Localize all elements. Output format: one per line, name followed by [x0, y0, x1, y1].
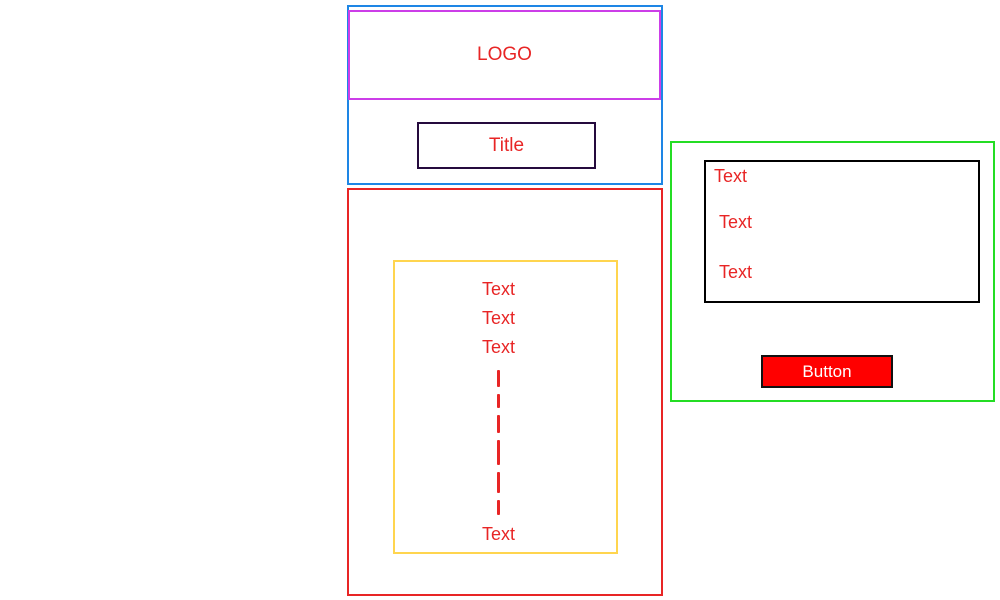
- vertical-ellipsis-icon: [395, 362, 602, 520]
- dash: [497, 439, 500, 465]
- dash: [497, 471, 500, 493]
- title-box: Title: [417, 122, 596, 169]
- dash: [497, 414, 500, 433]
- action-button[interactable]: Button: [761, 355, 893, 388]
- logo-placeholder: LOGO: [348, 10, 661, 100]
- list-inner: Text Text Text Text: [395, 262, 602, 549]
- logo-label: LOGO: [477, 44, 532, 65]
- text-line: Text: [719, 262, 753, 282]
- action-button-label: Button: [802, 361, 852, 381]
- dash: [497, 393, 500, 408]
- list-box: Text Text Text Text: [393, 260, 618, 554]
- text-block: Text Text Text: [704, 160, 980, 303]
- text-line: Text: [714, 166, 748, 186]
- text-line: Text: [719, 212, 753, 232]
- list-item: Text: [481, 337, 515, 357]
- list-item: Text: [481, 279, 515, 299]
- list-item-last: Text: [481, 524, 515, 544]
- list-item: Text: [481, 308, 515, 328]
- title-label: Title: [488, 134, 525, 156]
- dash: [497, 499, 500, 515]
- dash: [497, 369, 500, 387]
